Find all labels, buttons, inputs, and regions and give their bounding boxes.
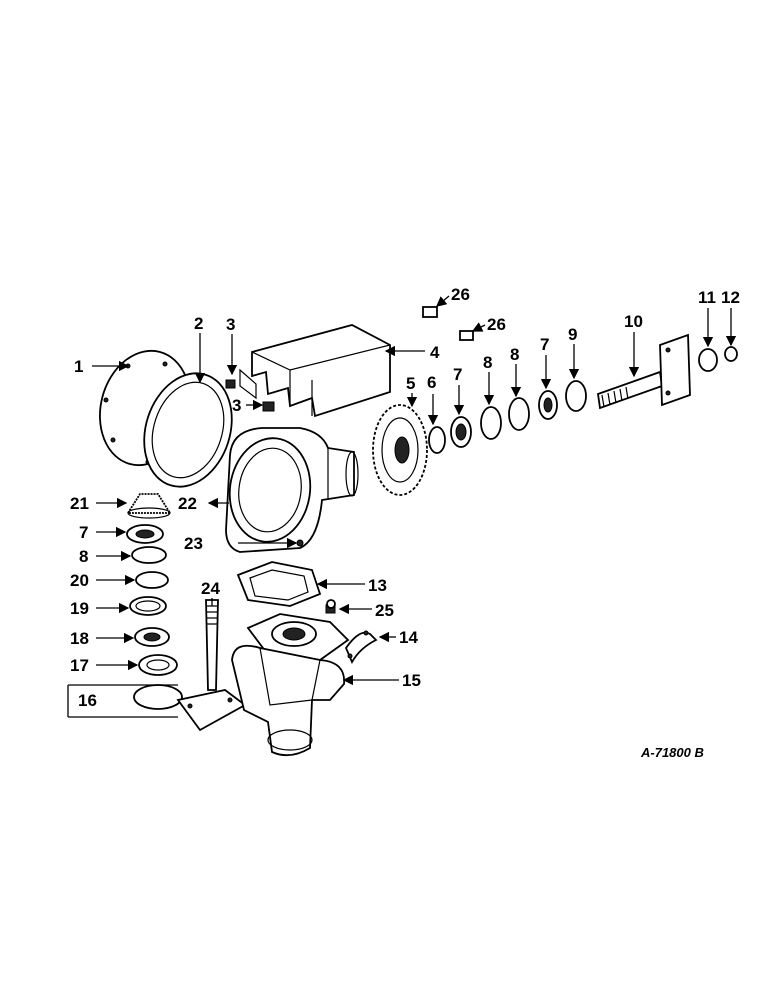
- callout-7: 7: [453, 365, 462, 384]
- tapered-bearing: [538, 390, 558, 420]
- gear-shield: [239, 324, 391, 418]
- bottom-gasket: [236, 561, 322, 607]
- callout-3b: 3: [232, 396, 241, 415]
- bearing-cup: [508, 397, 530, 431]
- retaining-bracket: [344, 630, 378, 665]
- spacer-ring: [135, 571, 169, 589]
- tapered-bearing: [126, 524, 164, 544]
- callout-6: 6: [427, 373, 436, 392]
- callout-21: 21: [70, 494, 89, 513]
- tapered-bearing: [450, 416, 472, 448]
- callout-4: 4: [430, 343, 440, 362]
- spacer-block: [262, 401, 275, 412]
- callout-8b: 8: [510, 345, 519, 364]
- oil-seal: [565, 380, 587, 412]
- output-shaft: [176, 599, 247, 732]
- callout-2: 2: [194, 314, 203, 333]
- callout-9: 9: [568, 325, 577, 344]
- cap-nut: [724, 346, 738, 362]
- callout-11: 11: [698, 288, 716, 307]
- pinion-gear: [126, 493, 172, 519]
- callout-3: 3: [226, 315, 235, 334]
- shield-clip: [422, 306, 438, 318]
- callout-18: 18: [70, 629, 89, 648]
- callout-23: 23: [184, 534, 203, 553]
- lower-housing: [231, 613, 350, 757]
- callout-7b: 7: [540, 335, 549, 354]
- callout-labels: 1 2 3 3 4 5 6 7 8 8 7 9 10 11 12 26 26 2…: [70, 285, 740, 760]
- tapered-bearing: [134, 627, 170, 647]
- callout-19: 19: [70, 599, 89, 618]
- callout-16: 16: [78, 691, 97, 710]
- callout-25: 25: [375, 601, 394, 620]
- callout-5: 5: [406, 374, 415, 393]
- callout-8: 8: [483, 353, 492, 372]
- spacer-block: [225, 379, 236, 389]
- spacer-ring: [428, 426, 446, 454]
- drain-plug: [325, 599, 336, 614]
- leader-lines: [67, 295, 737, 718]
- callout-15: 15: [402, 671, 421, 690]
- callout-14: 14: [399, 628, 418, 647]
- snap-ring: [133, 684, 183, 710]
- callout-7c: 7: [79, 523, 88, 542]
- input-shaft: [597, 333, 691, 410]
- cover-gasket: [143, 372, 233, 488]
- callout-1: 1: [74, 357, 83, 376]
- washer: [698, 348, 718, 372]
- callout-20: 20: [70, 571, 89, 590]
- bevel-gear: [372, 404, 428, 496]
- callout-22: 22: [178, 494, 197, 513]
- drawing-code: A-71800 B: [640, 745, 704, 760]
- shield-clip: [459, 330, 474, 341]
- gearbox-housing: [225, 427, 359, 553]
- bearing-cup: [129, 596, 167, 616]
- callout-24: 24: [201, 579, 220, 598]
- callout-26: 26: [451, 285, 470, 304]
- bearing-cup: [480, 406, 502, 440]
- callout-26b: 26: [487, 315, 506, 334]
- callout-8c: 8: [79, 547, 88, 566]
- oil-seal: [138, 654, 178, 676]
- callout-12: 12: [721, 288, 740, 307]
- bearing-cup: [131, 546, 167, 564]
- callout-17: 17: [70, 656, 89, 675]
- callout-10: 10: [624, 312, 643, 331]
- callout-13: 13: [368, 576, 387, 595]
